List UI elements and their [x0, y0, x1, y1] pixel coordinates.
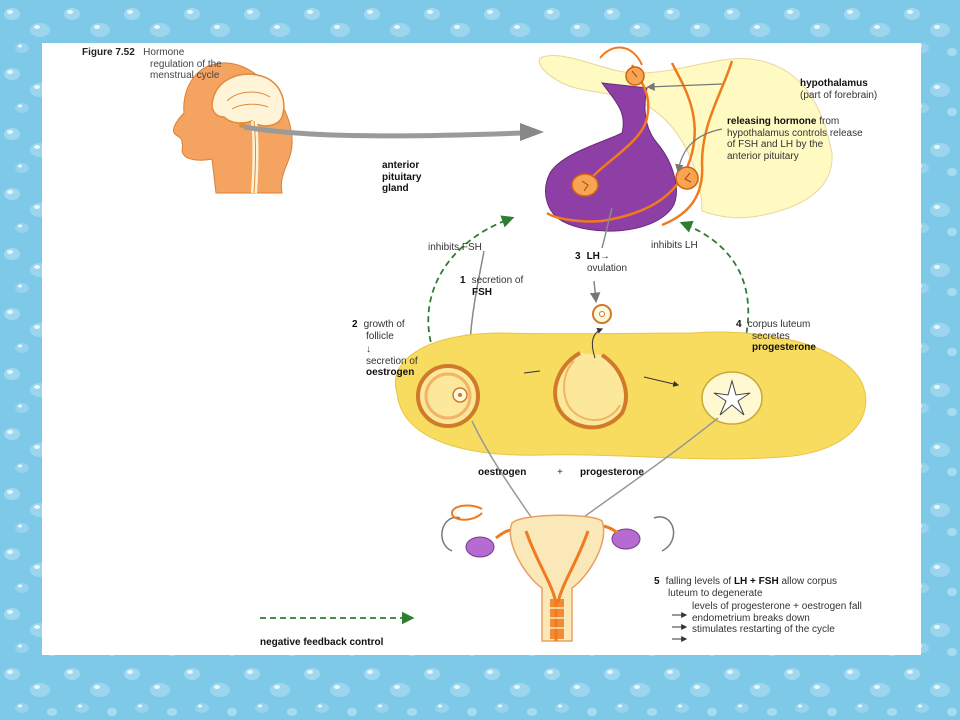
feedback-arrow-fsh: [427, 215, 515, 362]
effect-hormones-fall: levels of progesterone + oestrogen fall: [692, 601, 862, 612]
effect-endometrium: endometrium breaks down: [692, 612, 810, 624]
plus-sign: +: [557, 467, 563, 478]
figure-caption-line-2: regulation of the: [150, 58, 222, 70]
progesterone-label: progesterone: [580, 467, 644, 478]
figure-caption-line-3: menstrual cycle: [150, 70, 220, 81]
anterior-pituitary-label: anterior pituitary gland: [382, 160, 422, 194]
figure-label: Figure 7.52: [82, 47, 135, 58]
pituitary-illustration: [538, 46, 833, 232]
figure-caption-line-1: Hormone: [143, 47, 185, 58]
hypothalamus-label: hypothalamus (part of forebrain): [800, 78, 878, 101]
oestrogen-label: oestrogen: [478, 467, 527, 478]
effect-restart: stimulates restarting of the cycle: [692, 624, 835, 635]
step-5-effects: levels of progesterone + oestrogen fall …: [692, 601, 862, 636]
step5-bullet-arrows: [672, 612, 688, 642]
inhibits-lh-label: inhibits LH: [651, 240, 698, 251]
fsh-arrow: [465, 250, 485, 346]
head-illustration: [173, 62, 293, 194]
figure-title: Figure 7.52 Hormone regulation of the me…: [82, 47, 222, 82]
releasing-hormone-callout: [675, 128, 723, 173]
uterus-illustration: [441, 504, 675, 642]
releasing-hormone-label: releasing hormone from hypothalamus cont…: [727, 116, 863, 162]
feedback-arrow-lh: [679, 220, 750, 354]
head-to-pituitary-arrow: [243, 124, 523, 139]
hypothalamus-callout: [646, 82, 723, 91]
menstrual-cycle-diagram: [173, 46, 867, 642]
ovary-illustration: [394, 328, 867, 460]
inhibits-fsh-label: inhibits FSH: [428, 242, 482, 253]
lh-arrow: [601, 207, 613, 249]
figure-panel: Figure 7.52 Hormone regulation of the me…: [42, 43, 921, 655]
legend-label: negative feedback control: [260, 637, 384, 648]
